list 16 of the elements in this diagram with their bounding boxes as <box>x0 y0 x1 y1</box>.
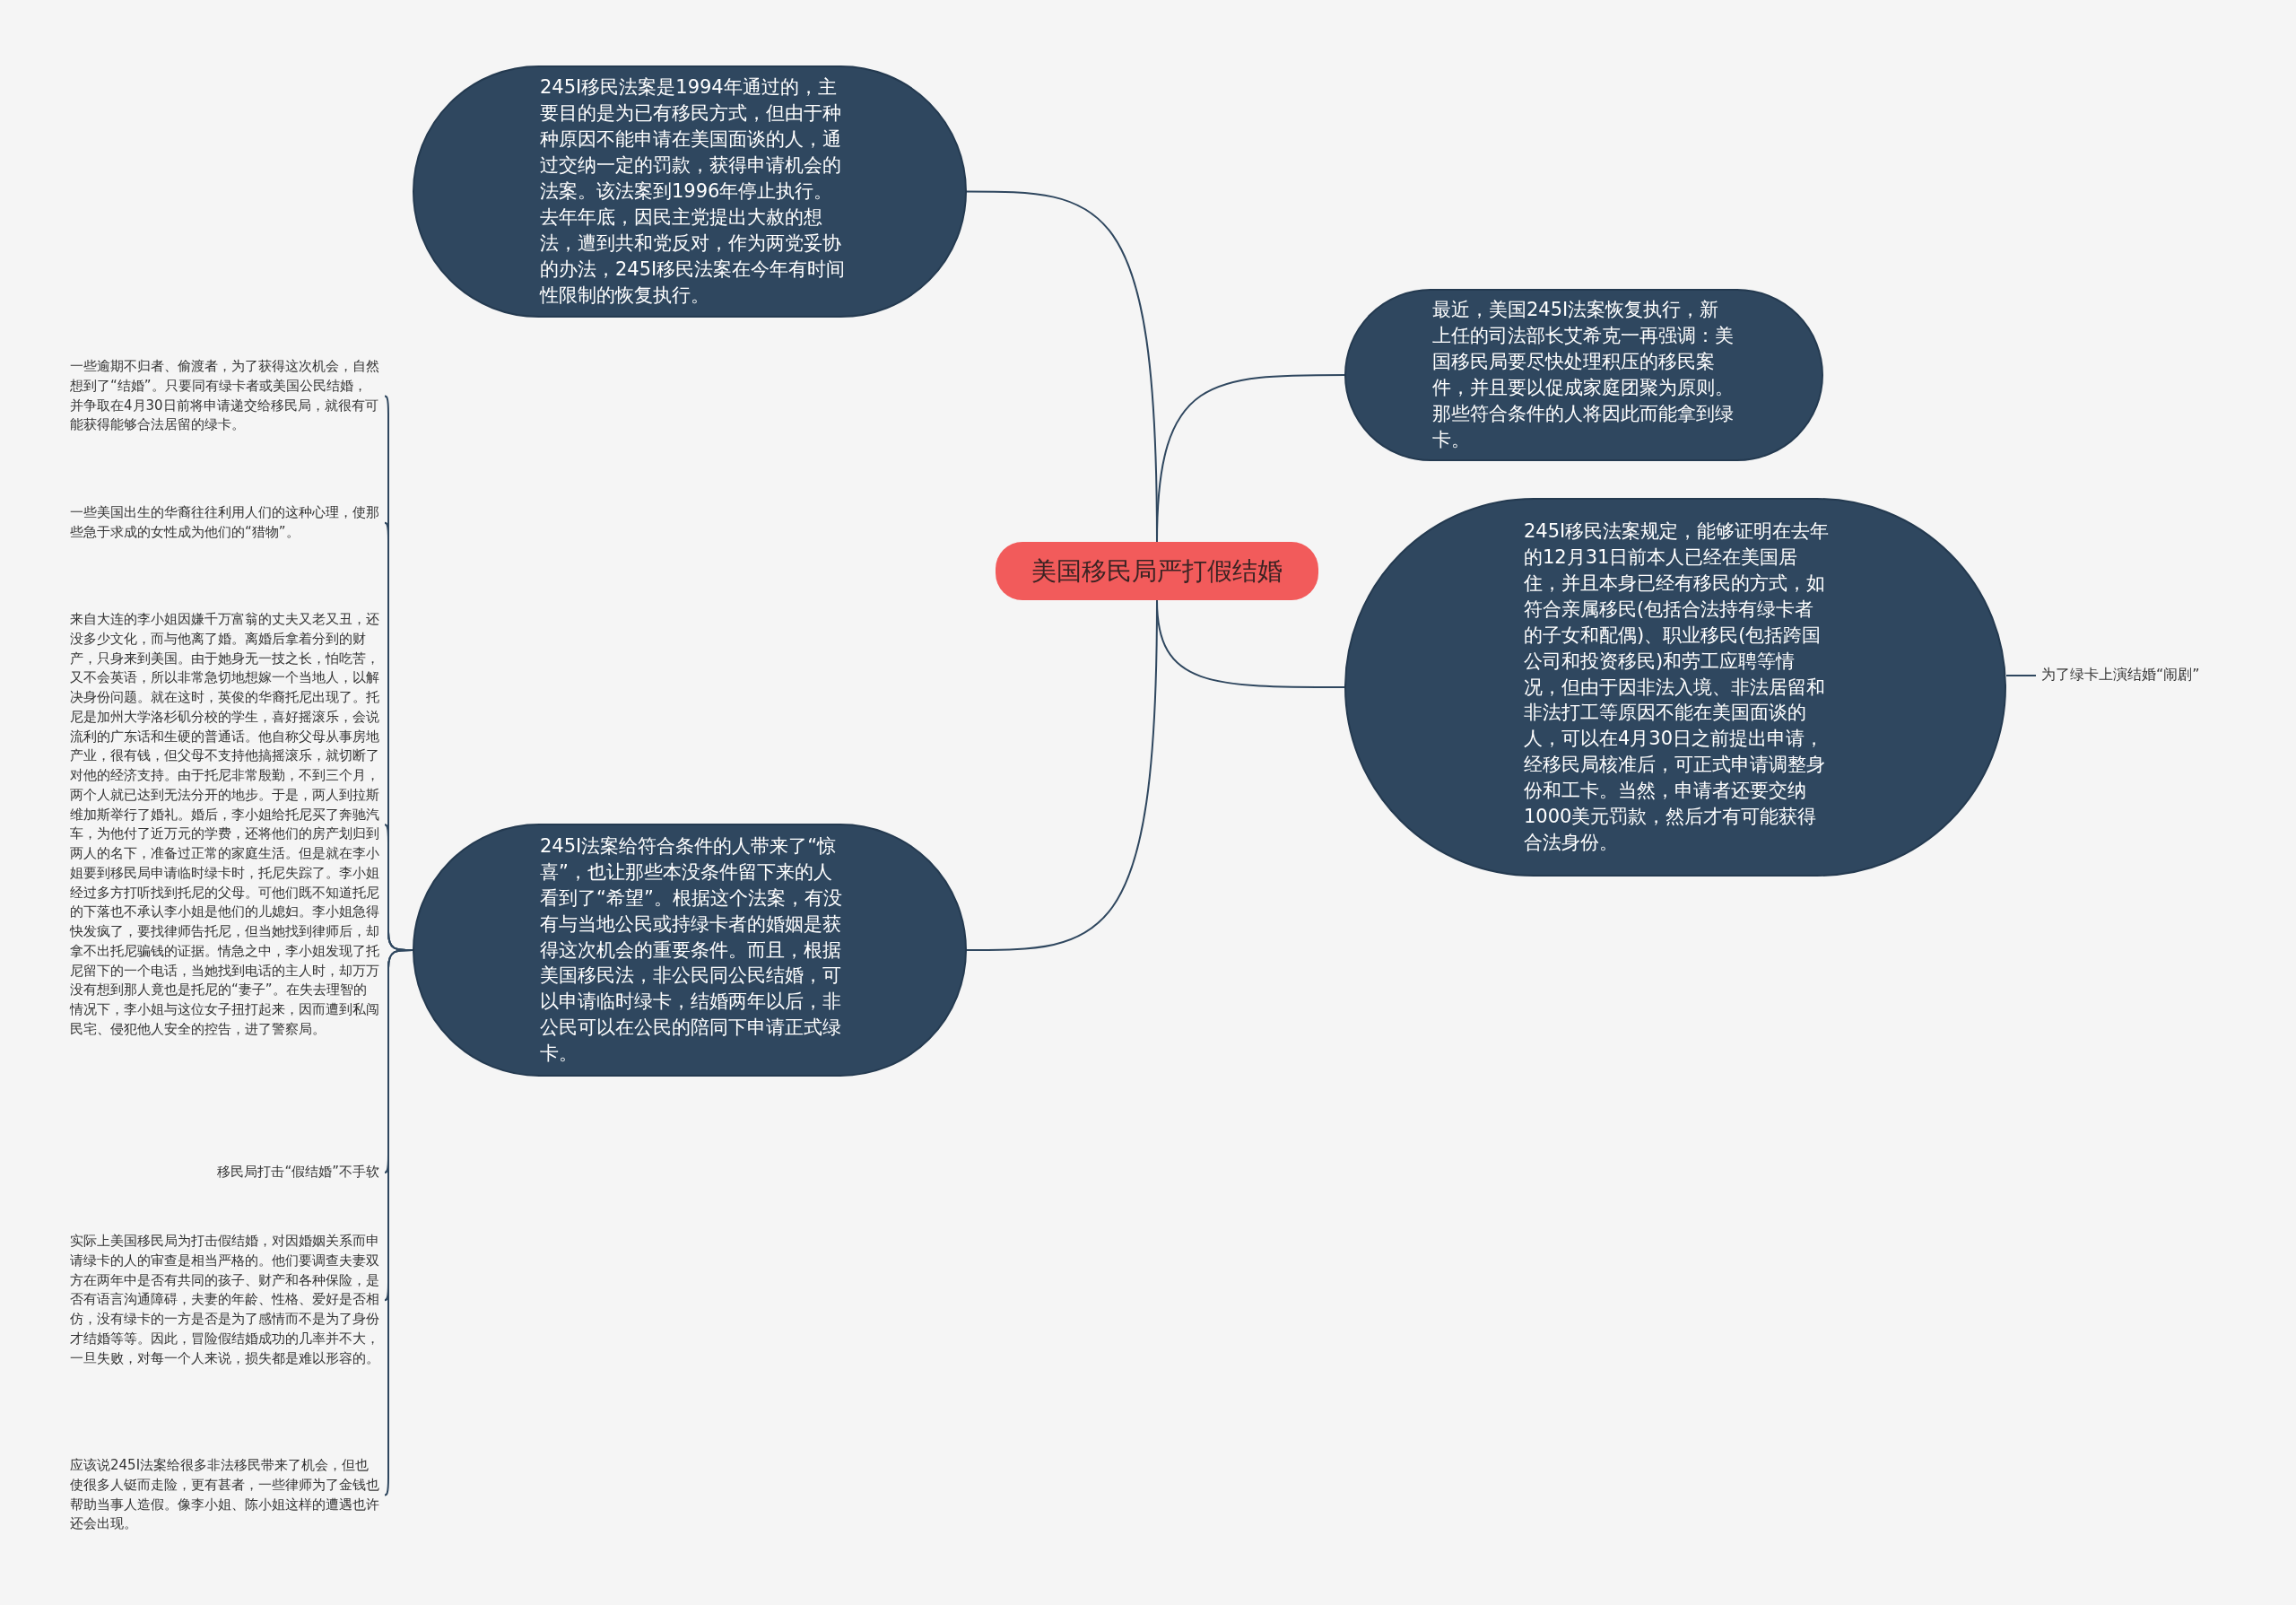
note-text: 来自大连的李小姐因嫌千万富翁的丈夫又老又丑，还没多少文化，而与他离了婚。离婚后拿着分到的财产，只身来到美国。由于她身无一技之长，怕吃苦，又不会英语，所以非常急切地想嫁一个当地人，以解决身份问题。就在这时，英俊的华裔托尼出现了。托尼是加州大学洛杉矶分校的学生，喜好摇滚乐，会说流利的广东话和生硬的普通话。他自称父母从事房地产业，很有钱，但父母不支持他搞摇滚乐，就切断了对他的经济支持。由于托尼非常殷勤，不到三个月，两个人就已达到无法分开的地步。于是，两人到拉斯维加斯举行了婚礼。婚后，李小姐给托尼买了奔驰汽车，为他付了近万元的学费，还将他们的房产划归到两人的名下，准备过正常的家庭生活。但是就在李小姐要到移民局申请临时绿卡时，托尼失踪了。李小姐经过多方打听找到托尼的父母。可他们既不知道托尼的下落也不承认李小姐是他们的儿媳妇。李小姐急得快发疯了，要找律师告托尼，但当她找到律师后，却拿不出托尼骗钱的证据。情急之中，李小姐发现了托尼留下的一个电话，当她找到电话的主人时，却万万没有想到那人竟也是托尼的“妻子”。在失去理智的情况下，李小姐与这位女子扭打起来，因而遭到私闯民宅、侵犯他人安全的控告，进了警察局。 <box>70 610 379 1039</box>
central-topic <box>996 542 1318 600</box>
subtopic-text: 为了绿卡上演结婚“闹剧” <box>2041 665 2201 685</box>
note-text: 实际上美国移民局为打击假结婚，对因婚姻关系而申请绿卡的人的审查是相当严格的。他们要调查夫妻双方在两年中是否有共同的孩子、财产和各种保险，是否有语言沟通障碍，夫妻的年龄、性格、爱好是否相仿，没有绿卡的一方是否是为了感情而不是为了身份才结婚等等。因此，冒险假结婚成功的几率并不大，一旦失败，对每一个人来说，损失都是难以形容的。 <box>70 1232 379 1368</box>
topic-text: 245I移民法案规定，能够证明在去年的12月31日前本人已经在美国居住，并且本身已经有移民的方式，如符合亲属移民(包括合法持有绿卡者的子女和配偶)、职业移民(包括跨国公司和投资移民)和劳工应聘等情况，但由于因非法入境、非法居留和非法打工等原因不能在美国面谈的人，可以在4月30日之前提出申请，经移民局核准后，可正式申请调整身份和工卡。当然，申请者还要交纳1000美元罚款，然后才有可能获得合法身份。 <box>1524 519 1831 856</box>
connector-line <box>965 599 1158 951</box>
subtopic-text: 移民局打击“假结婚”不手软 <box>216 1163 379 1182</box>
note-text: 一些逾期不归者、偷渡者，为了获得这次机会，自然想到了“结婚”。只要同有绿卡者或美国公民结婚，并争取在4月30日前将申请递交给移民局，就很有可能获得能够合法居留的绿卡。 <box>70 357 379 435</box>
note-text: 应该说245I法案给很多非法移民带来了机会，但也使很多人铤而走险，更有甚者，一些律师为了金钱也帮助当事人造假。像李小姐、陈小姐这样的遭遇也许还会出现。 <box>70 1456 379 1534</box>
connector-line <box>384 949 413 1496</box>
topic-text: 最近，美国245I法案恢复执行，新上任的司法部长艾希克一再强调：美国移民局要尽快处理积压的移民案件，并且要以促成家庭团聚为原则。那些符合条件的人将因此而能拿到绿卡。 <box>1432 298 1734 452</box>
note-text: 一些美国出生的华裔往往利用人们的这种心理，使那些急于求成的女性成为他们的“猎物”。 <box>70 503 379 542</box>
topic-text: 245I法案给符合条件的人带来了“惊喜”，也让那些本没条件留下来的人看到了“希望”。根据这个法案，有没有与当地公民或持绿卡者的婚姻是获得这次机会的重要条件。而且，根据美国移民法，非公民同公民结婚，可以申请临时绿卡，结婚两年以后，非公民可以在公民的陪同下申请正式绿卡。 <box>540 833 843 1067</box>
topic-text: 美国移民局严打假结婚 <box>1031 554 1283 588</box>
topic-text: 245I移民法案是1994年通过的，主要目的是为已有移民方式，但由于种种原因不能申请在美国面谈的人，通过交纳一定的罚款，获得申请机会的法案。该法案到1996年停止执行。去年年底，因民主党提出大赦的想法，遭到共和党反对，作为两党妥协的办法，245I移民法案在今年有时间性限制的恢复执行。 <box>540 75 847 308</box>
connector-line <box>2005 675 2037 676</box>
